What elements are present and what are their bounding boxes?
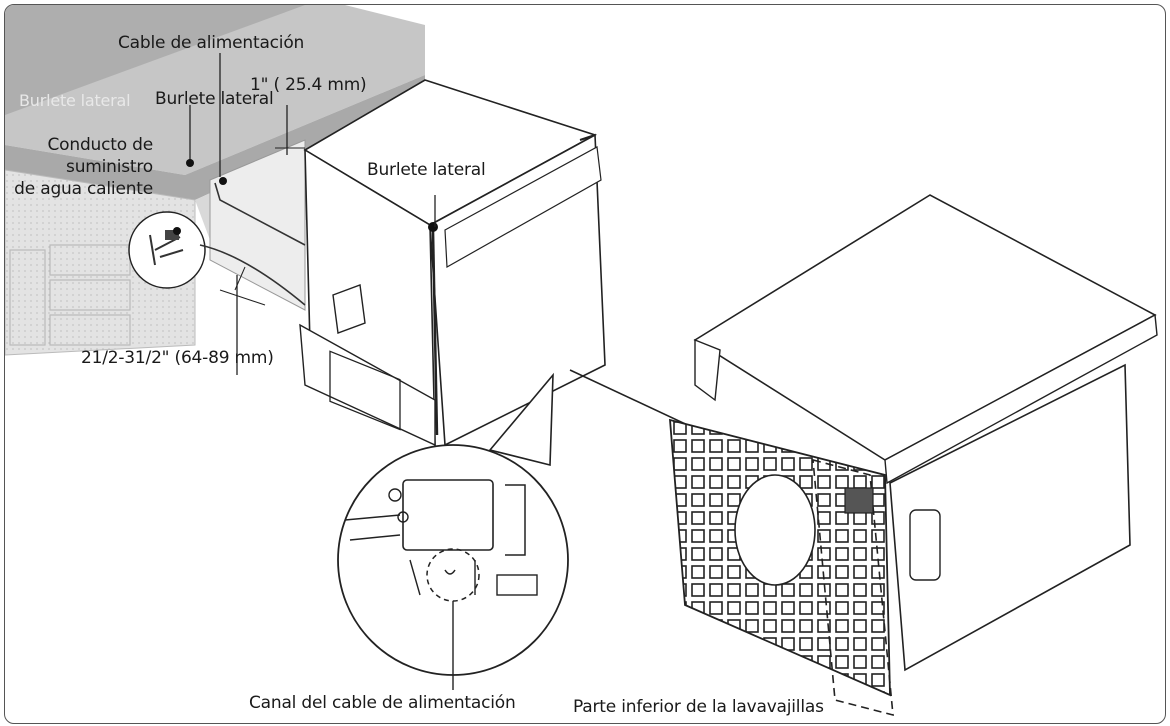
hot-water-line-label-2: suministro (66, 157, 153, 177)
top-clearance-label: 1" ( 25.4 mm) (250, 75, 367, 95)
side-clearance-label: 21/2-31/2" (64-89 mm) (81, 348, 274, 368)
installation-illustration (5, 5, 1158, 717)
cable-channel-zoom (337, 372, 569, 690)
side-seal-top-label: Burlete lateral (155, 89, 274, 109)
hot-water-line-label-3: de agua caliente (14, 179, 153, 199)
side-seal-ghost-label: Burlete lateral (19, 91, 131, 110)
dishwasher-rear-view (669, 194, 1158, 717)
dishwasher-bottom-label: Parte inferior de la lavavajillas (573, 697, 824, 717)
power-cable-label: Cable de alimentación (118, 33, 305, 53)
hot-water-line-label-1: Conducto de (47, 135, 154, 155)
dishwasher-side-view (299, 79, 606, 447)
side-seal-front-label: Burlete lateral (367, 160, 486, 180)
cable-channel-label: Canal del cable de alimentación (249, 693, 516, 713)
diagram-frame: Burlete lateral Cable de alimentación Bu… (4, 4, 1166, 724)
